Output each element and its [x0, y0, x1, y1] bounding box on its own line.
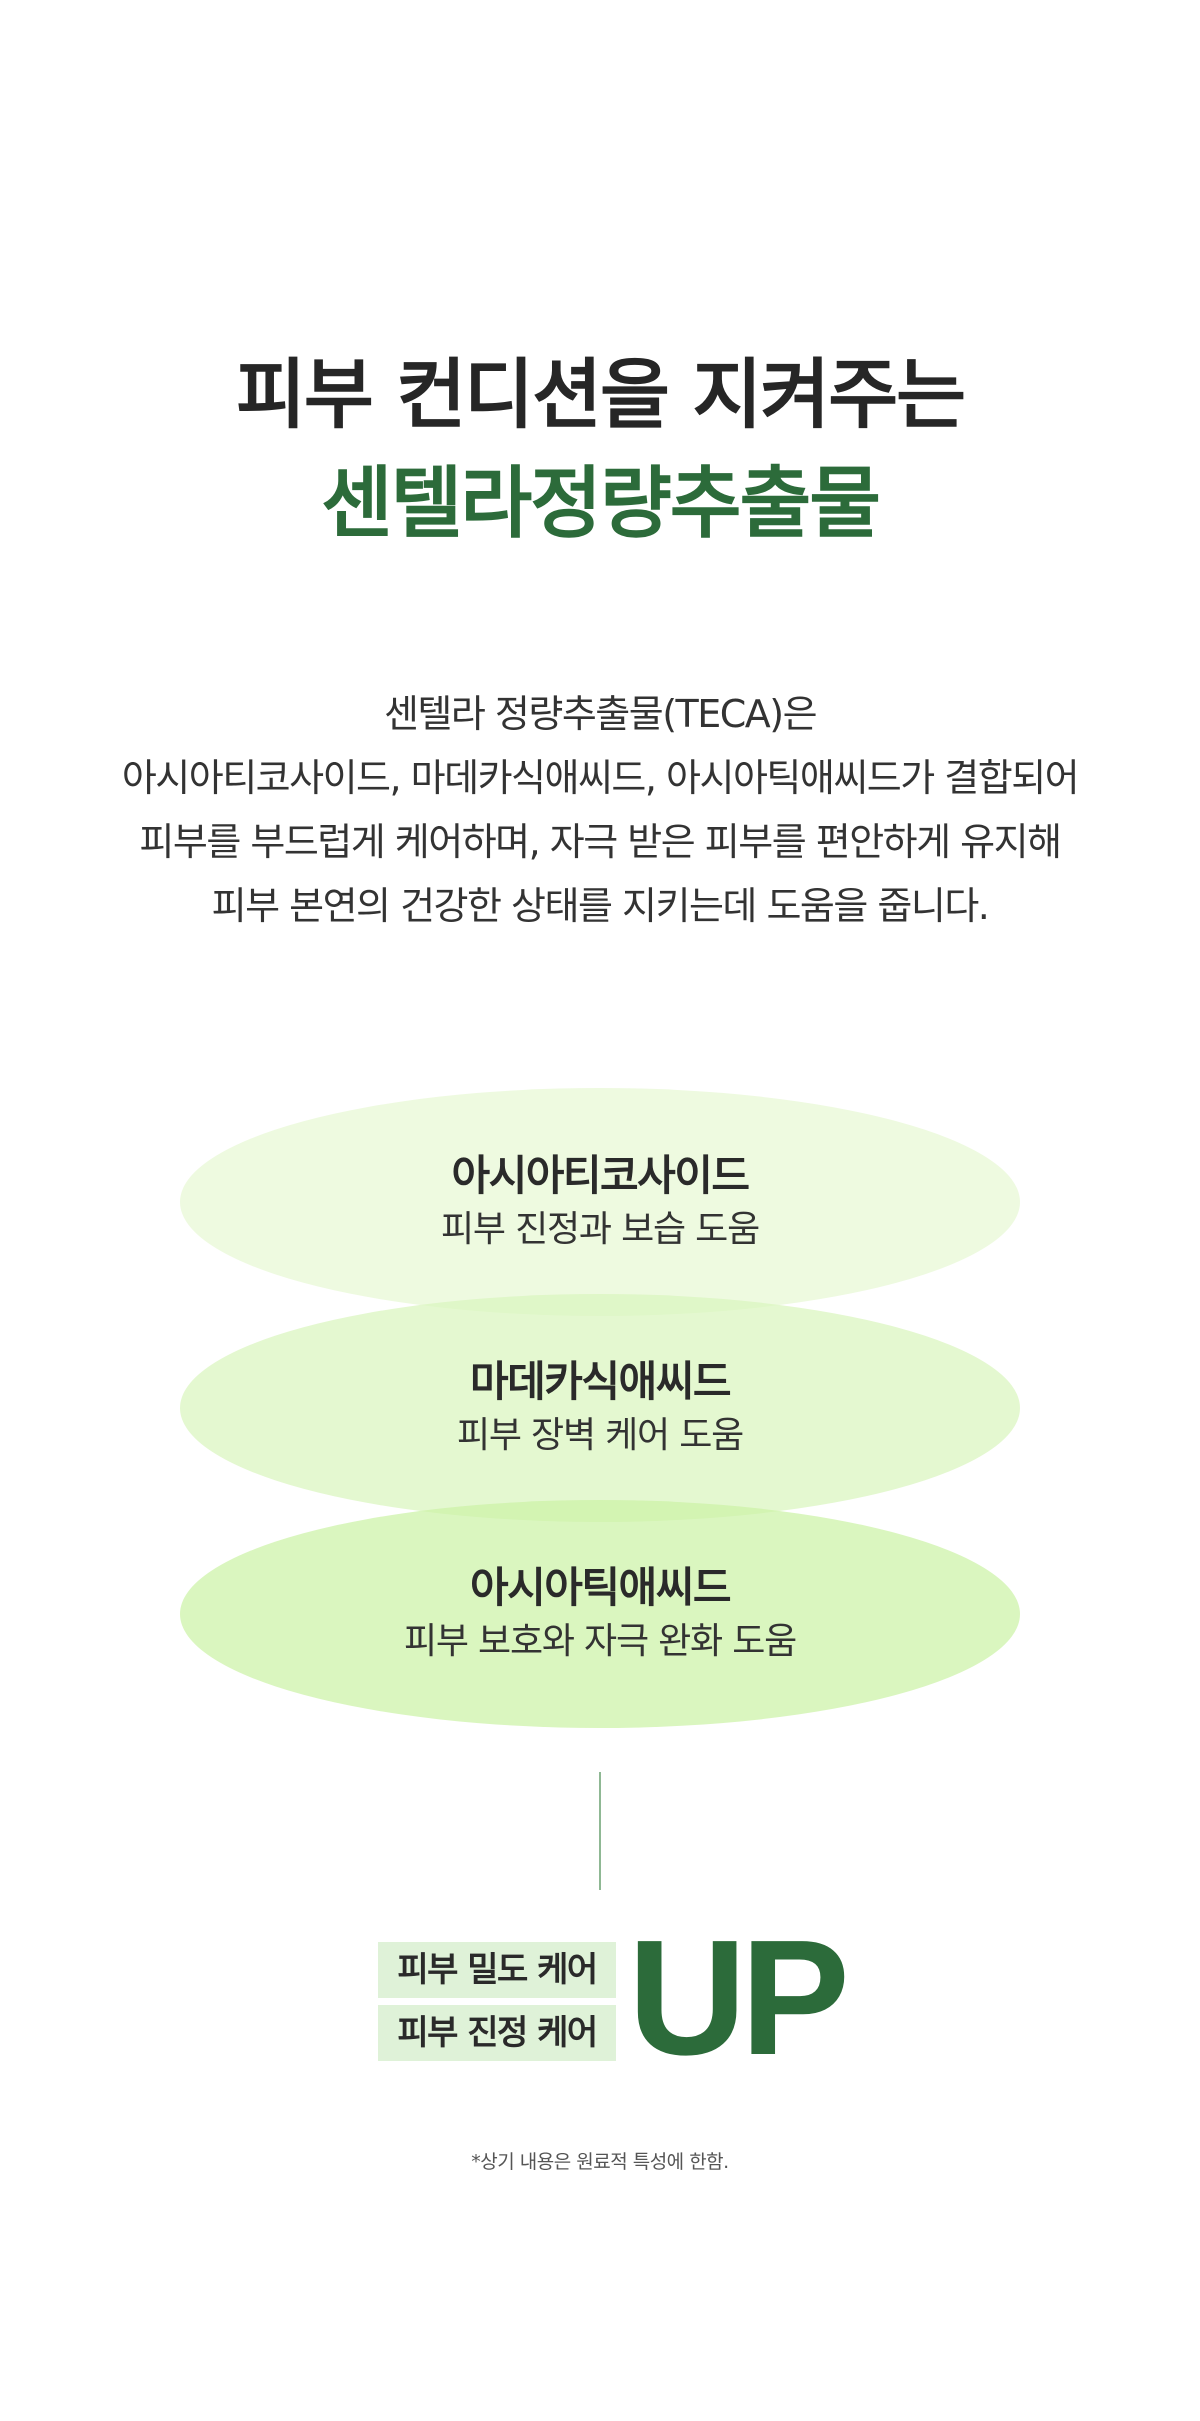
- ingredient-asiaticoside: 아시아티코사이드 피부 진정과 보습 도움: [180, 1148, 1020, 1256]
- ingredient-ellipse-3: [180, 1500, 1020, 1728]
- ingredient-ellipse-2: [180, 1294, 1020, 1522]
- ingredient-name: 아시아티코사이드: [451, 1151, 750, 1200]
- description-line: 피부 본연의 건강한 상태를 지키는데 도움을 줍니다.: [211, 884, 990, 928]
- up-label: UP: [628, 1906, 850, 2089]
- ingredient-name: 마데카식애씨드: [470, 1357, 731, 1406]
- headline-line-1: 피부 컨디션을 지켜주는: [235, 350, 966, 439]
- ingredient-desc: 피부 장벽 케어 도움: [456, 1415, 744, 1456]
- benefit-badge-density: 피부 밀도 케어: [378, 1942, 616, 1998]
- description-paragraph: 센텔라 정량추출물(TECA)은 아시아티코사이드, 마데카식애씨드, 아시아틱…: [0, 682, 1200, 938]
- ingredient-name: 아시아틱애씨드: [470, 1563, 731, 1612]
- ingredient-ellipse-1: [180, 1088, 1020, 1316]
- description-line: 센텔라 정량추출물(TECA)은: [383, 692, 818, 736]
- ingredient-desc: 피부 보호와 자극 완화 도움: [403, 1621, 797, 1662]
- connector-line: [599, 1772, 601, 1890]
- ingredient-asiatic-acid: 아시아틱애씨드 피부 보호와 자극 완화 도움: [180, 1560, 1020, 1668]
- description-line: 피부를 부드럽게 케어하며, 자극 받은 피부를 편안하게 유지해: [139, 820, 1062, 864]
- description-line: 아시아티코사이드, 마데카식애씨드, 아시아틱애씨드가 결합되어: [121, 756, 1080, 800]
- benefit-badge-soothing: 피부 진정 케어: [378, 2005, 616, 2061]
- headline-line-2: 센텔라정량추출물: [320, 459, 881, 549]
- ingredient-madecassic-acid: 마데카식애씨드 피부 장벽 케어 도움: [180, 1354, 1020, 1462]
- ingredient-desc: 피부 진정과 보습 도움: [440, 1209, 760, 1250]
- footnote: *상기 내용은 원료적 특성에 한함.: [471, 2151, 729, 2173]
